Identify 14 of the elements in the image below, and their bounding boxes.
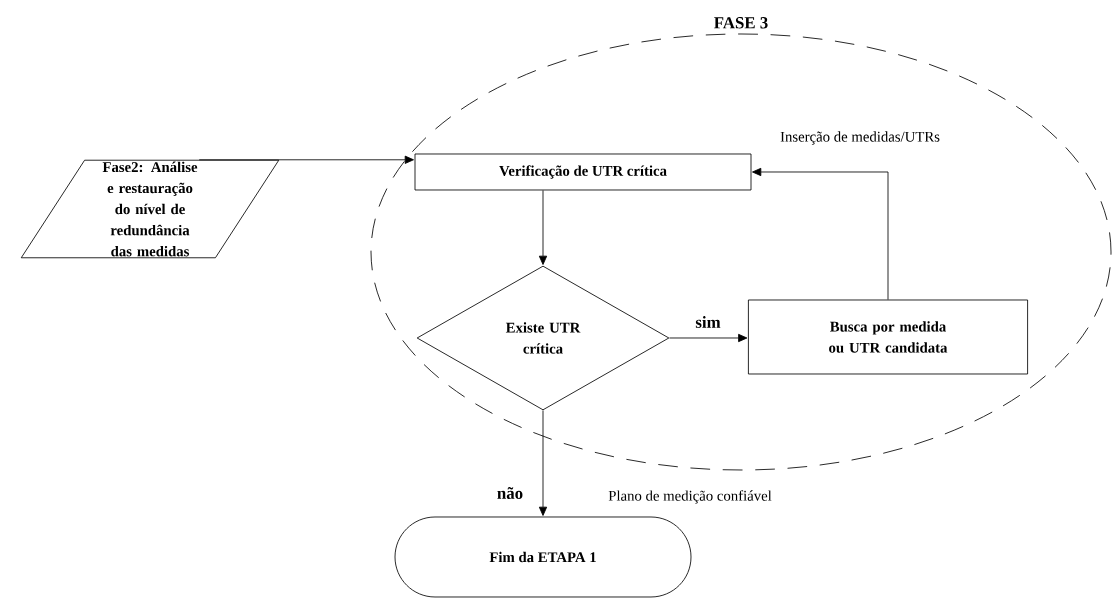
edge-label: não [495,485,525,501]
note-text: Plano de medição confiável [606,488,774,506]
note-text: Inserção de medidas/UTRs [778,129,942,147]
node-label: FASE 3 [714,17,768,29]
input-parallelogram: Fase2: Análise e restauração do nível de redundância das medidas [20,159,280,259]
arrow [752,167,889,300]
arrow [538,190,548,265]
process-box: Verificação de UTR crítica [414,153,752,191]
arrow [669,333,748,343]
process-box: Busca por medida ou UTR candidata [748,299,1028,375]
arrow [538,410,548,516]
arrow [198,155,414,164]
edge-label: sim [693,314,723,330]
terminal-box: Fim da ETAPA 1 [394,516,692,598]
